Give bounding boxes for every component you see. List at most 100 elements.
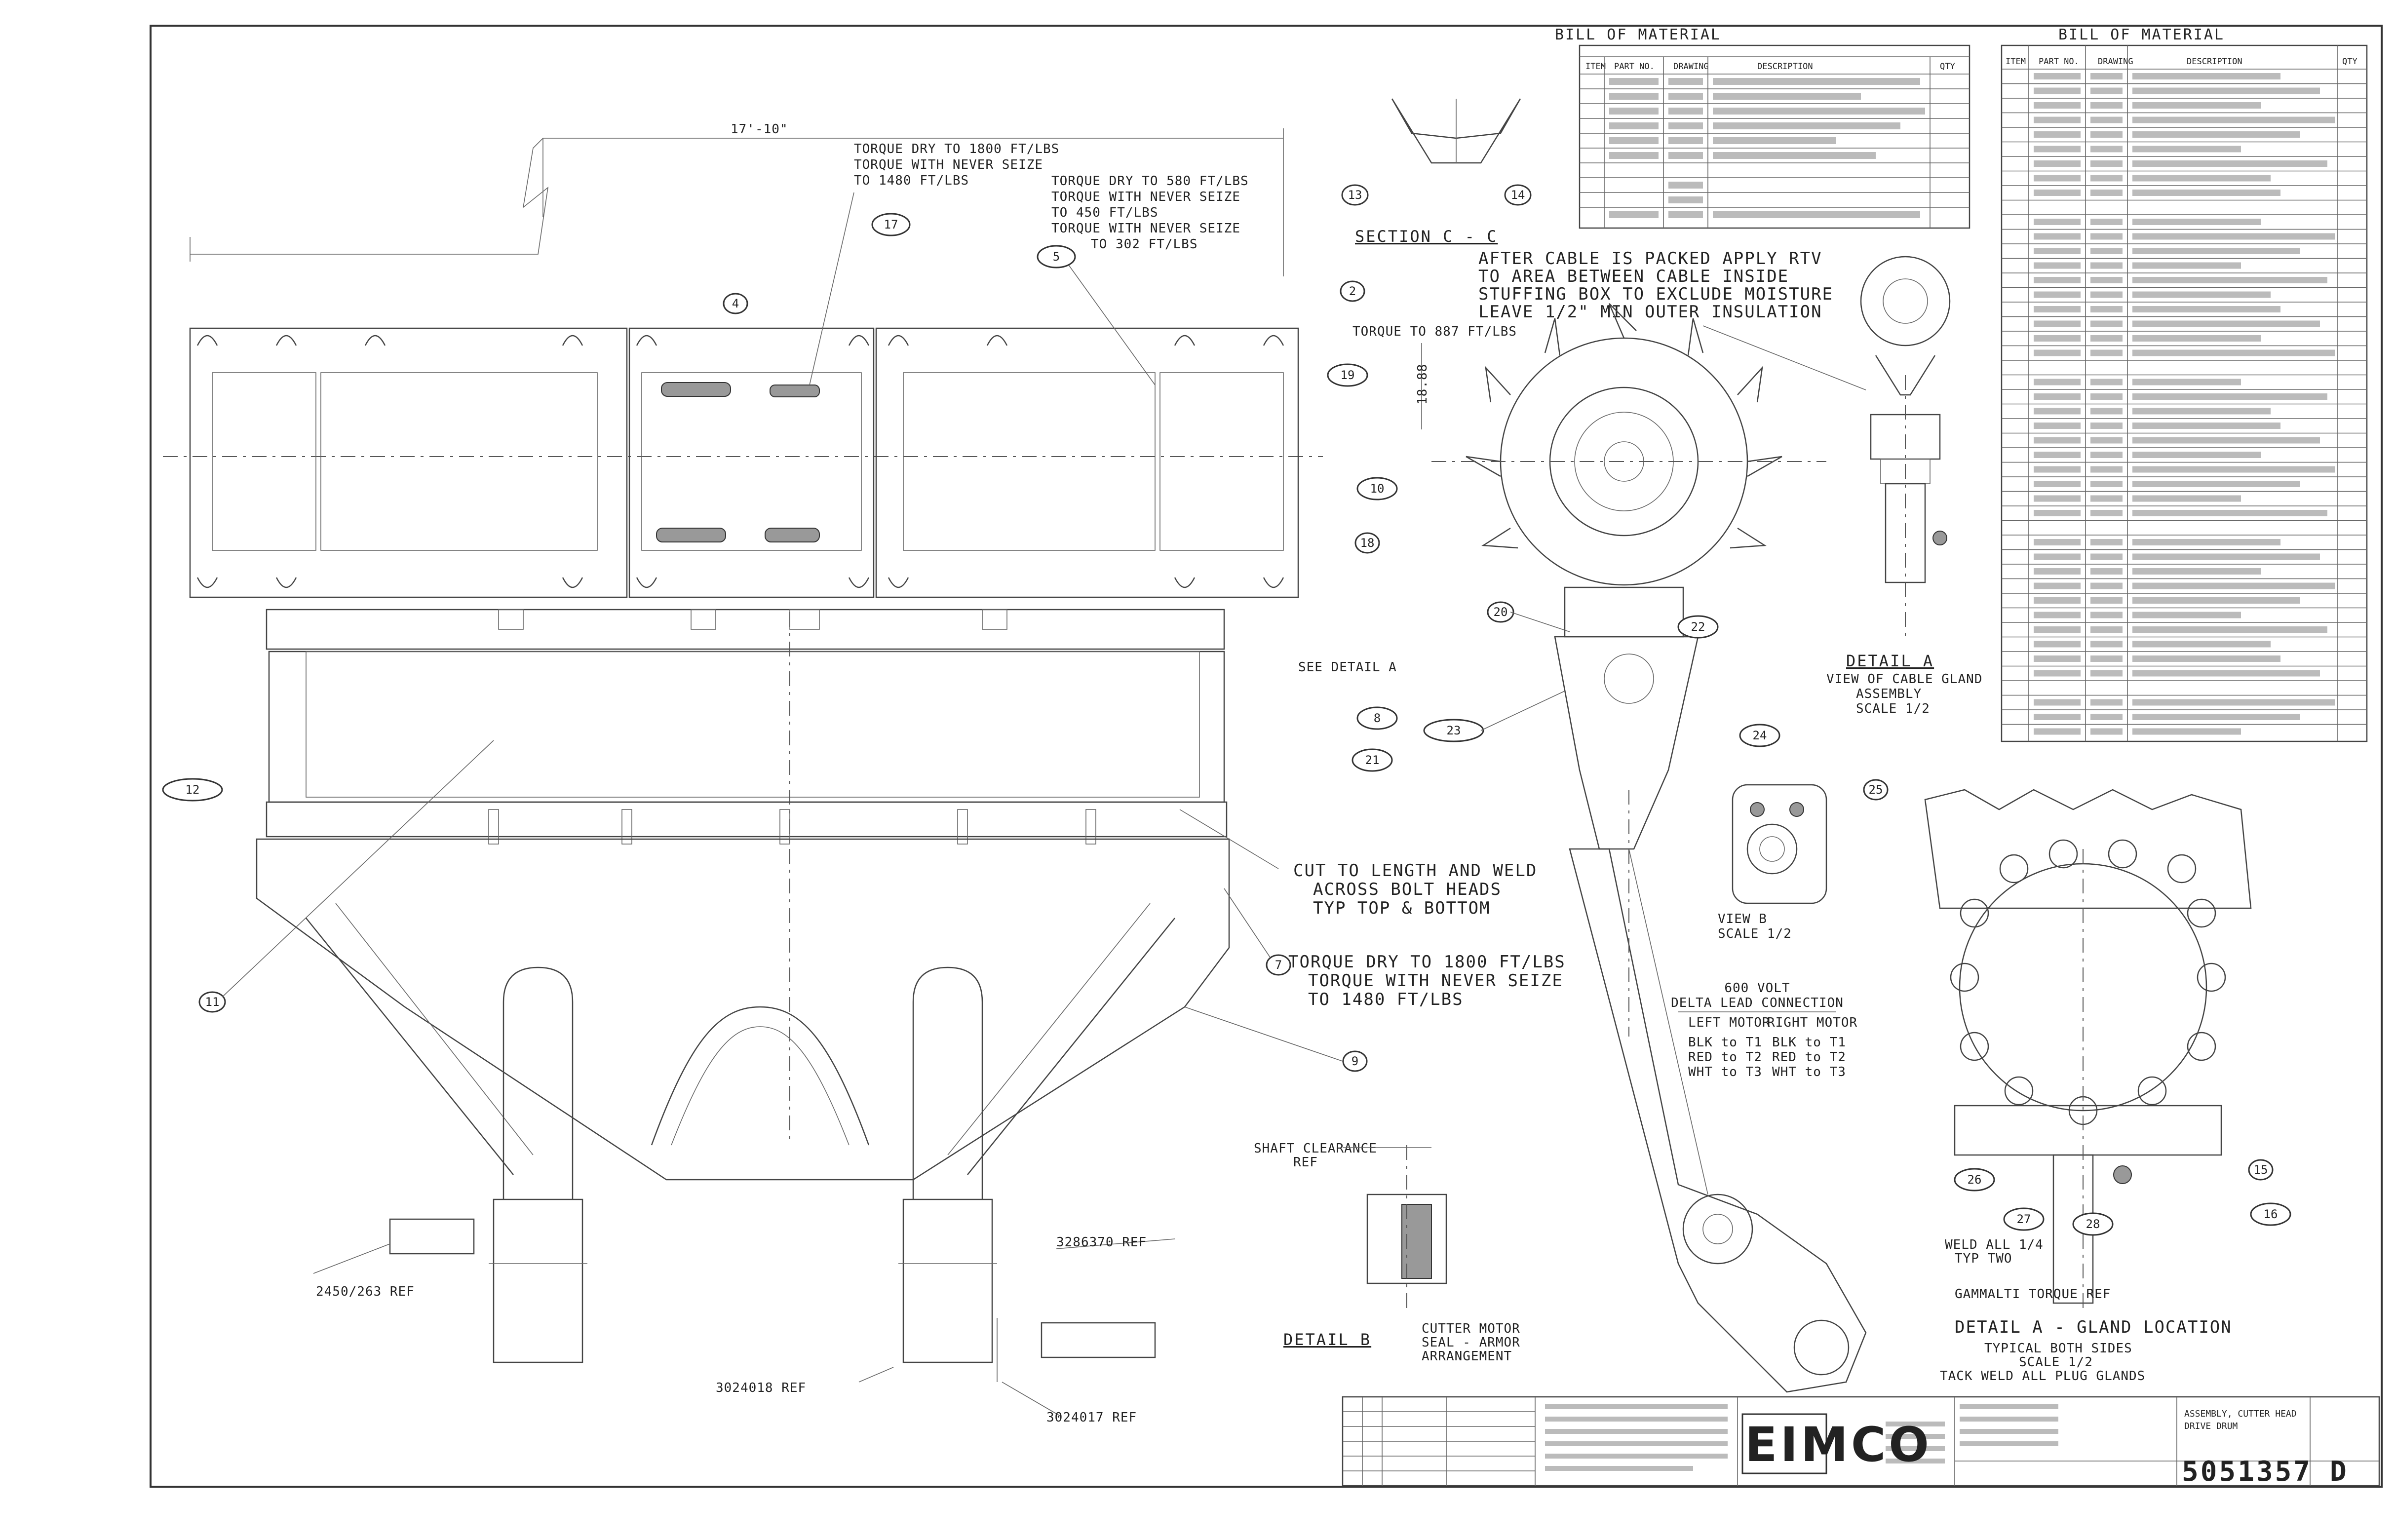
balloon-22: 22 (1677, 615, 1719, 639)
balloon-16: 16 (2250, 1202, 2291, 1226)
svg-text:10: 10 (1370, 482, 1385, 496)
ref-label-2: 3024018 REF (716, 1381, 806, 1395)
svg-text:BILL OF MATERIAL: BILL OF MATERIAL (1555, 26, 1721, 43)
revision-letter: D (2330, 1456, 2349, 1488)
svg-text:BILL OF MATERIAL: BILL OF MATERIAL (2058, 26, 2225, 43)
svg-text:17: 17 (884, 218, 898, 231)
bom-table-right: BILL OF MATERIAL ITEM PART NO. DRAWING D… (2001, 26, 2368, 742)
balloon-5: 5 (1037, 245, 1076, 269)
torque-note-top-left: TORQUE DRY TO 1800 FT/LBS TORQUE WITH NE… (854, 142, 1068, 188)
ref-label-1: 2450/263 REF (316, 1284, 415, 1299)
svg-text:TYPICAL BOTH SIDES SCALE: TYPICAL BOTH SIDES SCALE 1/2 TACK WELD A… (1940, 1341, 2145, 1384)
svg-text:28: 28 (2086, 1217, 2100, 1231)
view-b-label: VIEW B SCALE 1/2 (1718, 912, 1792, 941)
balloon-8: 8 (1356, 706, 1398, 730)
svg-text:PART NO.: PART NO. (1614, 62, 1655, 72)
svg-text:27: 27 (2017, 1212, 2031, 1226)
svg-text:DELTA LEAD CONNECTION: DELTA LEAD CONNECTION (1671, 996, 1844, 1010)
svg-text:DRAWING: DRAWING (1673, 62, 1709, 72)
dim-side-label: 18.88 (1415, 364, 1430, 405)
view-b: 24 25 VIEW B SCALE 1/2 (1718, 724, 1889, 941)
cable-note: AFTER CABLE IS PACKED APPLY RTV TO AREA … (1478, 249, 1866, 390)
svg-text:PART NO.: PART NO. (2039, 57, 2079, 67)
svg-text:ITEM: ITEM (1585, 62, 1606, 72)
svg-text:RED to T2: RED to T2 (1772, 1050, 1846, 1065)
balloon-28: 28 (2072, 1212, 2114, 1236)
svg-text:8: 8 (1374, 711, 1381, 725)
balloon-11: 11 (198, 991, 226, 1013)
volt-connection-table: 600 VOLT DELTA LEAD CONNECTION LEFT MOTO… (1671, 981, 1857, 1079)
balloon-19: 19 (1327, 363, 1368, 387)
balloon-25: 25 (1863, 779, 1889, 801)
svg-text:2: 2 (1349, 284, 1356, 298)
svg-text:DESCRIPTION: DESCRIPTION (1757, 62, 1813, 72)
svg-text:RIGHT MOTOR: RIGHT MOTOR (1767, 1015, 1857, 1030)
balloon-14: 14 (1504, 184, 1532, 206)
detail-a-cable-gland: DETAIL A VIEW OF CABLE GLAND ASSEMBLY SC… (1826, 256, 1991, 716)
sheet-border (150, 25, 2383, 1488)
detail-b-label: DETAIL B (1283, 1330, 1371, 1349)
section-cc-view: 13 14 SECTION C - C (1341, 98, 1532, 246)
svg-text:24: 24 (1753, 729, 1767, 742)
drawing-number: 5051357 (2182, 1456, 2312, 1488)
balloon-27: 27 (2003, 1207, 2045, 1231)
svg-text:7: 7 (1275, 958, 1282, 972)
svg-text:DRAWING: DRAWING (2098, 57, 2133, 67)
svg-text:ASSEMBLY, CUTTER HEAD: ASSEMBLY, CUTTER HEAD (2184, 1409, 2297, 1419)
svg-text:RED to T2: RED to T2 (1688, 1050, 1762, 1065)
svg-text:WHT to T3: WHT to T3 (1688, 1065, 1762, 1079)
svg-text:WELD ALL 1/4 TYP TWO: WELD ALL 1/4 TYP TWO (1945, 1237, 2052, 1266)
torque-note-top-right: TORQUE DRY TO 580 FT/LBS TORQUE WITH NEV… (1051, 174, 1257, 252)
svg-text:DRIVE DRUM: DRIVE DRUM (2184, 1421, 2238, 1431)
svg-text:LEFT MOTOR: LEFT MOTOR (1688, 1015, 1771, 1030)
svg-text:15: 15 (2254, 1163, 2268, 1177)
svg-text:22: 22 (1691, 620, 1705, 634)
svg-text:14: 14 (1511, 188, 1525, 202)
svg-text:12: 12 (186, 783, 200, 797)
see-detail-a-label: SEE DETAIL A (1298, 660, 1397, 675)
weld-note: CUT TO LENGTH AND WELD ACROSS BOLT HEADS… (1293, 861, 1548, 918)
ref-label-4: 3024017 REF (1046, 1410, 1137, 1425)
detail-b: SHAFT CLEARANCE REF DETAIL B CUTTER MOTO… (1254, 1141, 1529, 1364)
detail-a-label: DETAIL A VIEW OF CABLE GLAND ASSEMBLY SC… (1826, 652, 1991, 716)
svg-text:18: 18 (1360, 536, 1375, 550)
balloon-9: 9 (1342, 1050, 1368, 1072)
ref-label-3: 3286370 REF (1056, 1235, 1147, 1250)
balloon-18: 18 (1354, 532, 1380, 554)
svg-text:4: 4 (732, 297, 739, 310)
dim-top-label: 17'-10" (731, 122, 788, 137)
svg-text:16: 16 (2264, 1207, 2278, 1221)
svg-text:BLK to T1: BLK to T1 (1688, 1035, 1762, 1050)
balloon-13: 13 (1341, 184, 1369, 206)
balloon-24: 24 (1739, 724, 1780, 747)
svg-text:25: 25 (1869, 783, 1883, 797)
main-assembly-view: 17'-10" (162, 122, 1577, 1425)
eimco-logo-box (1741, 1413, 1827, 1474)
balloon-23: 23 (1423, 719, 1484, 742)
svg-text:BLK to T1: BLK to T1 (1772, 1035, 1846, 1050)
balloon-26: 26 (1954, 1168, 1995, 1192)
balloon-21: 21 (1352, 748, 1393, 772)
detail-a-gland-label: DETAIL A - GLAND LOCATION (1955, 1317, 2232, 1337)
svg-text:21: 21 (1365, 753, 1380, 767)
svg-text:19: 19 (1341, 368, 1355, 382)
balloon-20: 20 (1487, 601, 1514, 623)
svg-text:QTY: QTY (1940, 62, 1955, 72)
svg-text:WHT to T3: WHT to T3 (1772, 1065, 1846, 1079)
svg-text:AFTER CABLE IS PACKED APPLY RT: AFTER CABLE IS PACKED APPLY RTV TO AREA … (1478, 249, 1845, 322)
balloon-10: 10 (1356, 477, 1398, 500)
eimco-logo: EIMCO (1745, 1417, 1932, 1472)
balloon-4: 4 (723, 293, 748, 314)
title-block: EIMCO ASSEMBLY, CUTTER HEAD DRIVE DRUM 5… (1342, 1396, 2380, 1488)
bom-table-left: BILL OF MATERIAL ITEM PART NO. DRAWING D… (1555, 26, 1970, 229)
svg-text:QTY: QTY (2342, 57, 2357, 67)
svg-text:CUTTER MOTOR SEAL - ARMO: CUTTER MOTOR SEAL - ARMOR ARRANGEMENT (1422, 1321, 1529, 1364)
section-cc-label: SECTION C - C (1355, 227, 1498, 246)
svg-text:600 VOLT: 600 VOLT (1724, 981, 1790, 996)
svg-text:5: 5 (1053, 250, 1060, 264)
svg-text:9: 9 (1352, 1054, 1358, 1068)
balloon-7: 7 (1266, 954, 1291, 976)
torque-note-lower: TORQUE DRY TO 1800 FT/LBS TORQUE WITH NE… (1288, 952, 1577, 1009)
svg-text:GAMMALTI TORQUE REF: GAMMALTI TORQUE REF (1955, 1287, 2111, 1302)
